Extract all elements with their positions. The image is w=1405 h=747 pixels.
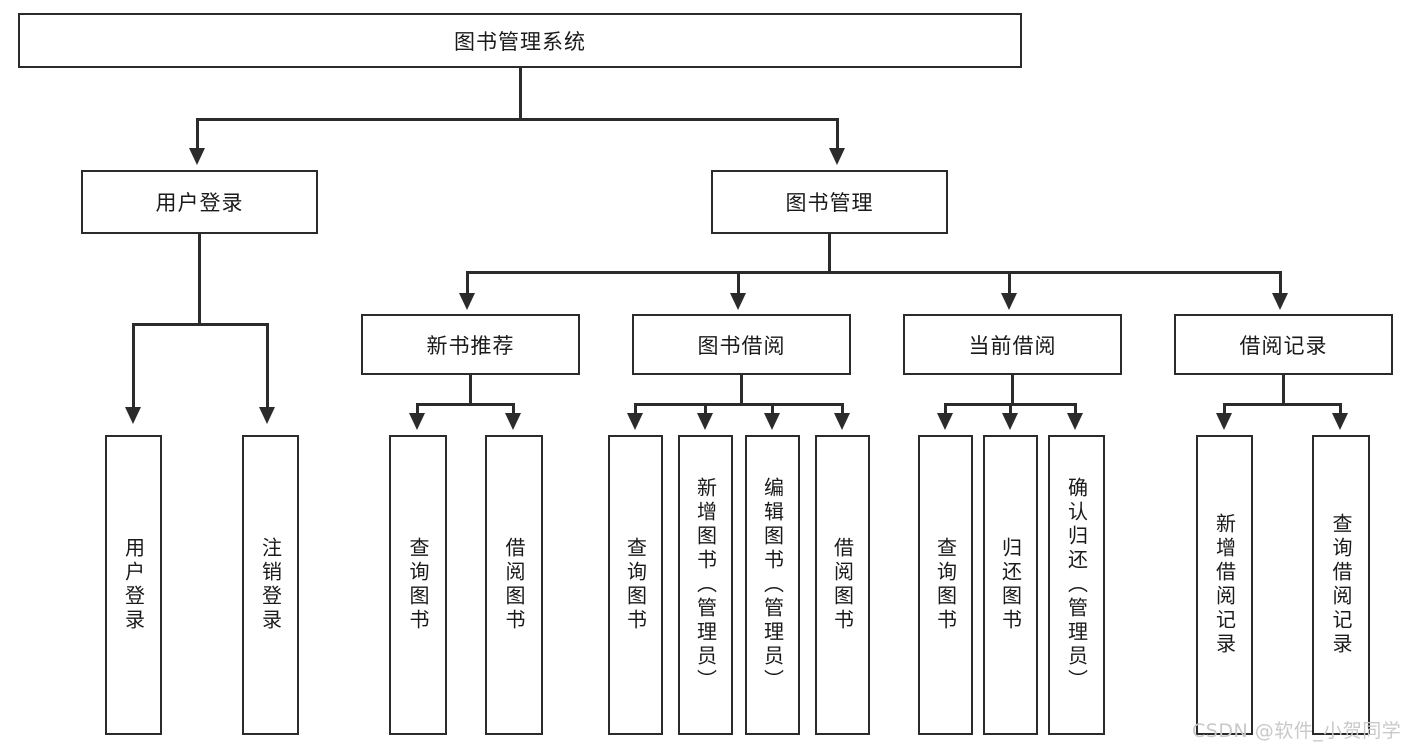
leaf-borrow-book-bb[interactable]: 借阅图书 — [815, 435, 870, 735]
node-new-book-recommend[interactable]: 新书推荐 — [361, 314, 580, 375]
leaf-borrow-book-nbr[interactable]: 借阅图书 — [485, 435, 543, 735]
leaf-return-book[interactable]: 归还图书 — [983, 435, 1038, 735]
edge-nbr-bus — [416, 403, 515, 406]
node-borrow-record[interactable]: 借阅记录 — [1174, 314, 1393, 375]
leaf-query-book-nbr[interactable]: 查询图书 — [389, 435, 447, 735]
node-label: 查询图书 — [406, 537, 430, 633]
arrow-to-book-borrow — [730, 293, 746, 310]
edge-user-login-bus — [132, 323, 269, 326]
edge-bm-drop-2 — [737, 271, 740, 295]
csdn-watermark: CSDN @软件_小贺同学 — [1192, 720, 1402, 742]
edge-book-management-bus — [466, 271, 1282, 274]
arrow-to-leaf-user-login — [125, 407, 141, 424]
arrow-nbr-leaf-2 — [505, 413, 521, 430]
leaf-add-borrow-record[interactable]: 新增借阅记录 — [1196, 435, 1253, 735]
node-label: 当前借阅 — [968, 333, 1057, 358]
edge-nbr-drop-2 — [512, 403, 515, 415]
arrow-bb-leaf-1 — [627, 413, 643, 430]
edge-root-stem — [519, 68, 522, 120]
arrow-to-new-book-recommend — [459, 293, 475, 310]
node-label: 编辑图书（管理员） — [760, 477, 785, 693]
edge-bb-bus — [634, 403, 843, 406]
arrow-nbr-leaf-1 — [409, 413, 425, 430]
arrow-cb-leaf-2 — [1002, 413, 1018, 430]
edge-nbr-drop-1 — [416, 403, 419, 415]
edge-br-bus — [1223, 403, 1342, 406]
arrow-br-leaf-1 — [1216, 413, 1232, 430]
edge-cb-drop-1 — [944, 403, 947, 415]
node-current-borrow[interactable]: 当前借阅 — [903, 314, 1122, 375]
arrow-cb-leaf-1 — [937, 413, 953, 430]
edge-user-login-stem — [198, 234, 201, 325]
edge-bm-drop-3 — [1008, 271, 1011, 295]
node-label: 注销登录 — [258, 537, 283, 633]
edge-bb-drop-2 — [704, 403, 707, 415]
node-label: 借阅图书 — [830, 537, 855, 633]
leaf-confirm-return-admin[interactable]: 确认归还（管理员） — [1048, 435, 1105, 735]
node-label: 查询图书 — [623, 537, 648, 633]
arrow-bb-leaf-3 — [764, 413, 780, 430]
edge-root-to-user-login — [196, 118, 199, 150]
arrow-br-leaf-2 — [1332, 413, 1348, 430]
leaf-query-borrow-record[interactable]: 查询借阅记录 — [1312, 435, 1370, 735]
node-label: 图书管理系统 — [454, 29, 586, 54]
node-label: 归还图书 — [998, 537, 1023, 633]
node-label: 查询图书 — [933, 537, 958, 633]
node-label: 查询借阅记录 — [1329, 513, 1353, 657]
node-user-login[interactable]: 用户登录 — [81, 170, 318, 234]
leaf-logout[interactable]: 注销登录 — [242, 435, 299, 735]
node-label: 图书管理 — [785, 191, 874, 215]
arrow-cb-leaf-3 — [1067, 413, 1083, 430]
arrow-to-leaf-logout — [259, 407, 275, 424]
node-label: 新增借阅记录 — [1212, 513, 1237, 657]
edge-cb-drop-2 — [1009, 403, 1012, 415]
node-label: 用户登录 — [155, 191, 244, 215]
edge-user-login-drop-2 — [266, 323, 269, 409]
edge-br-stem — [1282, 375, 1285, 405]
leaf-query-book-cb[interactable]: 查询图书 — [918, 435, 973, 735]
edge-bb-drop-3 — [771, 403, 774, 415]
edge-cb-drop-3 — [1074, 403, 1077, 415]
leaf-query-book-bb[interactable]: 查询图书 — [608, 435, 663, 735]
edge-root-bus — [196, 118, 839, 121]
arrow-to-book-management — [829, 148, 845, 165]
arrow-bb-leaf-4 — [834, 413, 850, 430]
arrow-to-current-borrow — [1001, 293, 1017, 310]
edge-user-login-drop-1 — [132, 323, 135, 409]
edge-book-management-stem — [828, 234, 831, 273]
node-book-borrow[interactable]: 图书借阅 — [632, 314, 851, 375]
node-label: 借阅图书 — [502, 537, 526, 633]
node-label: 用户登录 — [121, 537, 146, 633]
edge-bb-drop-4 — [841, 403, 844, 415]
node-label: 图书借阅 — [697, 333, 786, 358]
edge-nbr-stem — [469, 375, 472, 405]
node-label: 借阅记录 — [1239, 333, 1328, 358]
edge-bb-stem — [740, 375, 743, 405]
arrow-to-borrow-record — [1272, 293, 1288, 310]
edge-br-drop-1 — [1223, 403, 1226, 415]
leaf-user-login[interactable]: 用户登录 — [105, 435, 162, 735]
edge-bm-drop-4 — [1279, 271, 1282, 295]
arrow-bb-leaf-2 — [697, 413, 713, 430]
node-label: 新增图书（管理员） — [693, 477, 718, 693]
edge-br-drop-2 — [1339, 403, 1342, 415]
edge-cb-stem — [1011, 375, 1014, 405]
leaf-add-book-admin[interactable]: 新增图书（管理员） — [678, 435, 733, 735]
leaf-edit-book-admin[interactable]: 编辑图书（管理员） — [745, 435, 800, 735]
node-book-management[interactable]: 图书管理 — [711, 170, 948, 234]
edge-root-to-book-management — [836, 118, 839, 150]
arrow-to-user-login — [189, 148, 205, 165]
edge-bm-drop-1 — [466, 271, 469, 295]
node-label: 确认归还（管理员） — [1064, 477, 1089, 693]
node-root-book-management-system[interactable]: 图书管理系统 — [18, 13, 1022, 68]
node-label: 新书推荐 — [426, 333, 515, 358]
edge-bb-drop-1 — [634, 403, 637, 415]
